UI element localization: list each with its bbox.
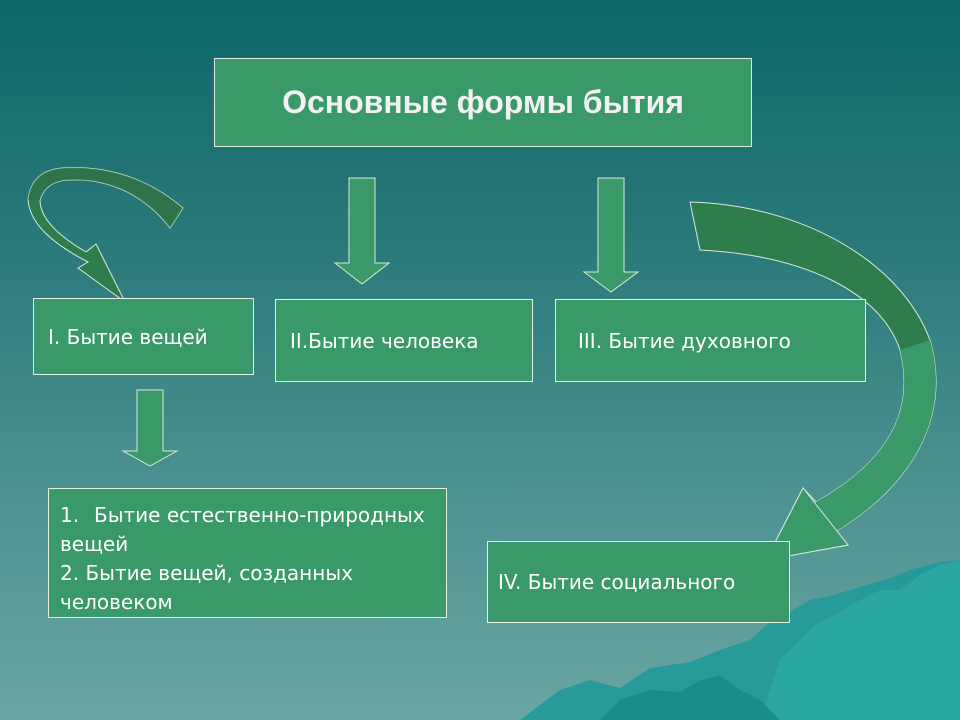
- curved-arrow-left: [27, 167, 184, 303]
- down-arrow-3: [121, 389, 179, 467]
- things-subtypes-list: 1.Бытие естественно-природных вещей 2. Б…: [60, 501, 446, 617]
- form-box-human: II.Бытие человека: [275, 299, 533, 382]
- form-label-social: IV. Бытие социального: [498, 570, 736, 594]
- down-arrow-1: [333, 177, 391, 285]
- list-item: 2. Бытие вещей, созданных человеком: [60, 561, 353, 614]
- form-label-human: II.Бытие человека: [290, 328, 479, 353]
- form-label-spiritual: III. Бытие духовного: [578, 328, 791, 353]
- list-item: 1.Бытие естественно-природных вещей: [60, 503, 425, 556]
- form-label-things: I. Бытие вещей: [48, 324, 208, 349]
- form-box-things: I. Бытие вещей: [33, 298, 254, 375]
- form-box-social: IV. Бытие социального: [487, 541, 790, 623]
- form-box-spiritual: III. Бытие духовного: [555, 299, 866, 382]
- diagram-title: Основные формы бытия: [214, 58, 752, 147]
- things-subtypes-box: 1.Бытие естественно-природных вещей 2. Б…: [48, 488, 447, 618]
- down-arrow-2: [582, 177, 640, 293]
